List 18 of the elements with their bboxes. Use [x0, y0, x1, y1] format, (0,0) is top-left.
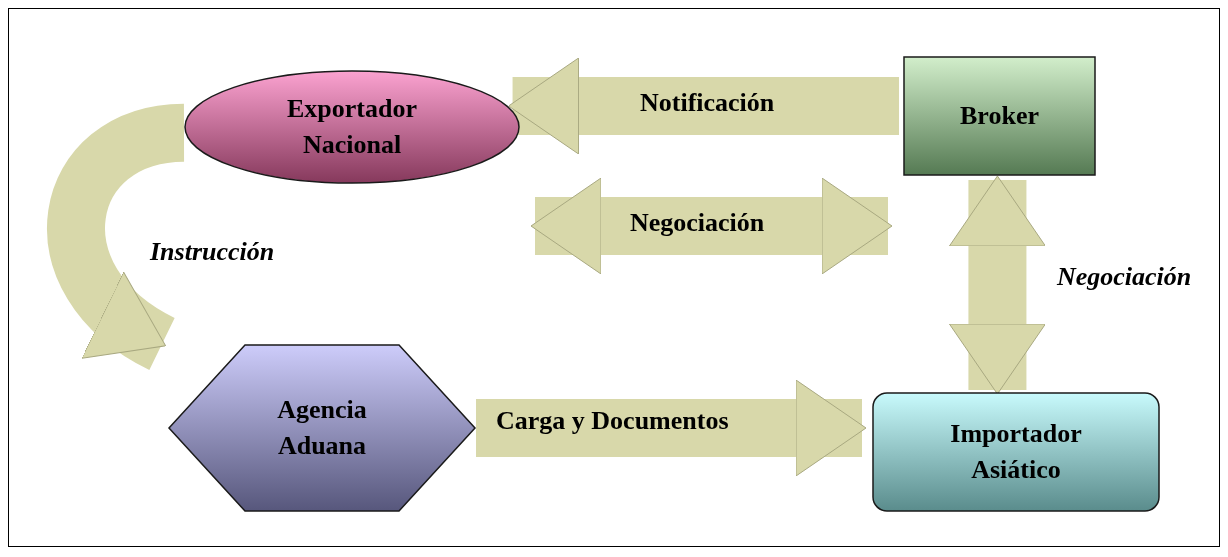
block-arrow — [47, 103, 187, 369]
edge-label: Negociación — [630, 208, 765, 238]
edge-label: Notificación — [640, 88, 775, 118]
process-hexagon — [168, 344, 476, 512]
block-arrow — [476, 379, 867, 477]
process-ellipse — [184, 70, 520, 184]
process-box — [903, 56, 1096, 176]
edge-label: Carga y Documentos — [496, 406, 729, 436]
node-label: Importador Asiático — [949, 417, 1083, 486]
node-label: Broker — [960, 99, 1039, 132]
edge-label: Negociación — [1057, 262, 1192, 292]
edge-label: Instrucción — [150, 237, 275, 267]
process-box — [872, 392, 1160, 512]
block-arrow — [948, 175, 1046, 395]
node-label: Exportador Nacional — [286, 92, 418, 161]
block-arrow — [508, 57, 899, 155]
node-label: Agencia Aduana — [276, 393, 368, 462]
block-arrow — [530, 177, 893, 275]
